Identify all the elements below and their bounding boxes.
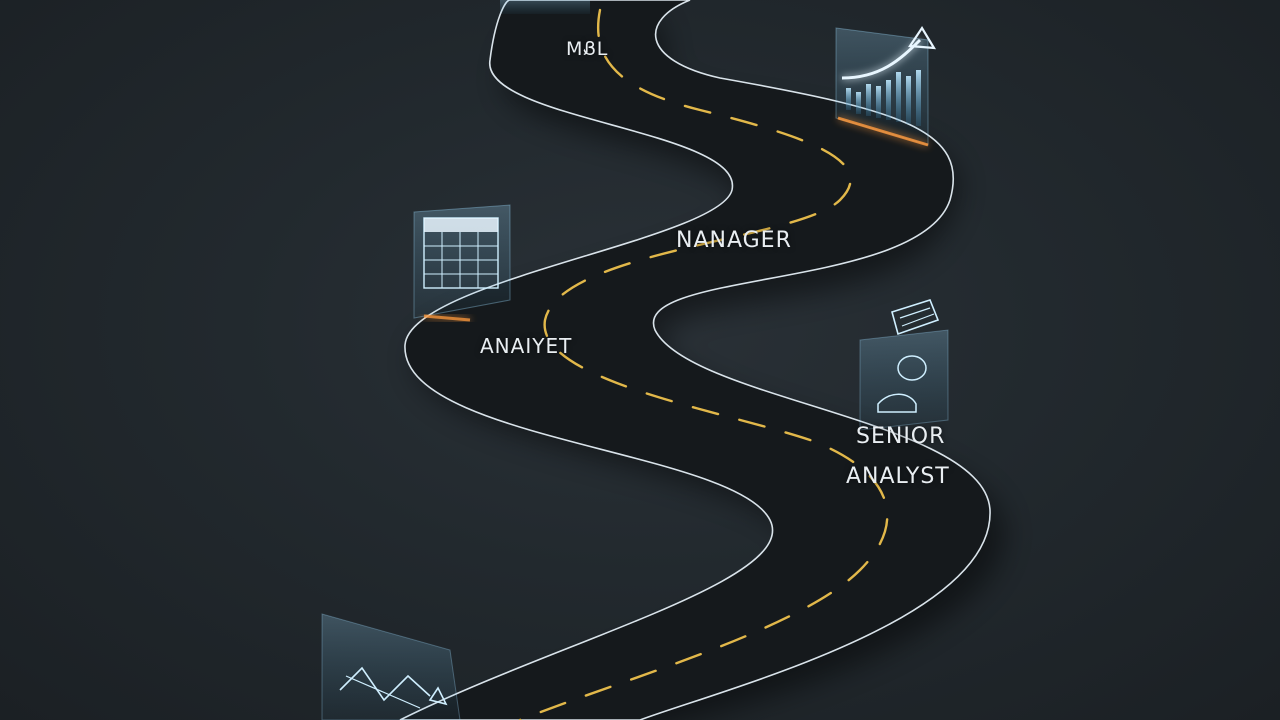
milestone-label-top: MᏰL xyxy=(566,38,609,60)
milestone-label-manager: NANAGER xyxy=(676,228,792,253)
line-graph-icon xyxy=(321,613,461,720)
milestone-label-senior: SENIOR xyxy=(856,424,946,449)
top-milestone-marker xyxy=(500,0,590,20)
milestone-label-senior-analyst: ANALYST xyxy=(846,464,950,489)
stacked-cards-icon xyxy=(859,299,949,431)
milestone-label-analyst: ANAIYET xyxy=(480,334,573,358)
lane-divider xyxy=(518,8,889,720)
calendar-grid-icon xyxy=(413,204,511,322)
bar-chart-trend-icon xyxy=(835,25,937,147)
